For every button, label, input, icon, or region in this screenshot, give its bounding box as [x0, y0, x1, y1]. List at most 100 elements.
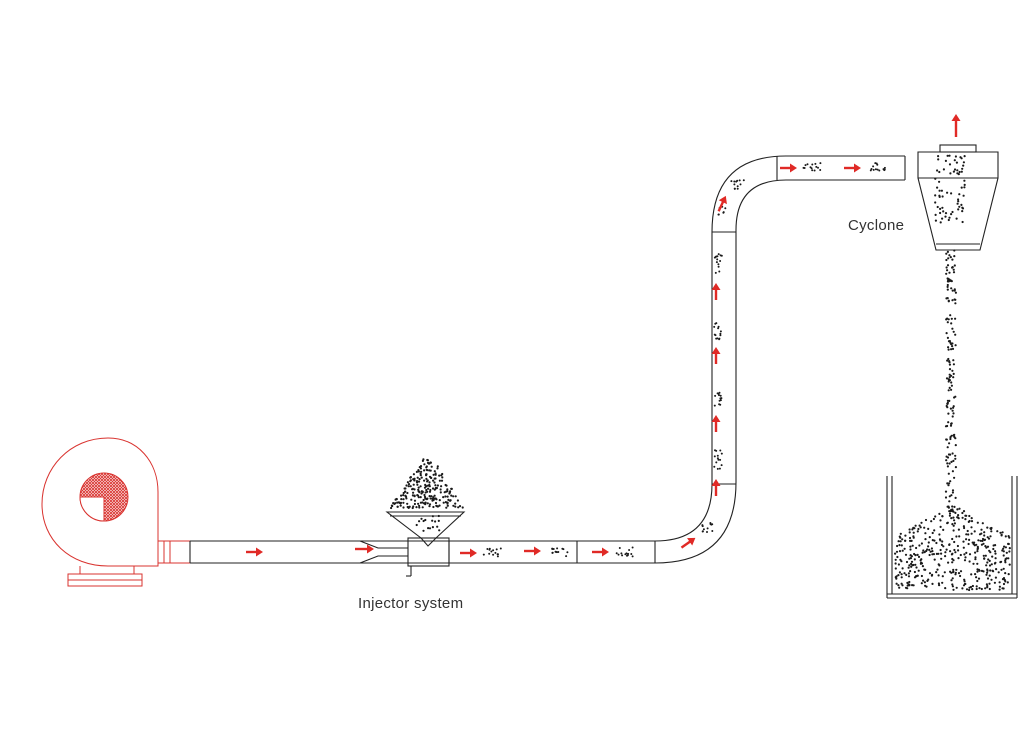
particle: [934, 177, 937, 180]
particle: [957, 557, 960, 560]
particle: [461, 506, 464, 509]
particle: [916, 574, 919, 577]
particle: [950, 579, 953, 582]
particle: [434, 520, 437, 523]
particle: [964, 518, 967, 521]
particle: [951, 369, 954, 372]
particle: [420, 517, 423, 520]
flow-arrow-icon: [592, 547, 609, 557]
particle: [921, 565, 925, 568]
particle: [970, 573, 973, 576]
particle: [978, 569, 981, 572]
particle: [970, 517, 973, 520]
particle: [976, 545, 979, 549]
particle: [947, 348, 950, 351]
particle: [909, 545, 912, 548]
particle: [983, 534, 986, 537]
particle: [968, 514, 971, 518]
particle: [986, 561, 989, 564]
particle-flow: [390, 154, 1011, 592]
particle: [417, 486, 420, 489]
particle: [715, 322, 718, 325]
particle: [946, 297, 949, 300]
particle: [963, 582, 967, 585]
particle: [974, 551, 977, 554]
particle: [436, 484, 439, 487]
particle: [1006, 581, 1009, 584]
particle: [949, 172, 952, 175]
particle: [736, 179, 739, 182]
particle: [947, 561, 950, 564]
particle: [946, 269, 949, 272]
collection-bin-icon: [886, 476, 1018, 599]
particle: [914, 524, 917, 527]
particle: [617, 553, 620, 556]
particle: [413, 495, 416, 498]
particle: [631, 555, 634, 558]
particle: [951, 489, 955, 492]
particle: [952, 516, 955, 519]
particle: [952, 459, 955, 462]
particle: [900, 576, 903, 579]
particle: [895, 575, 898, 578]
particle: [981, 539, 984, 543]
particle: [920, 521, 923, 524]
particle: [963, 553, 966, 556]
particle: [412, 483, 415, 486]
particle: [939, 548, 942, 552]
particle: [1002, 582, 1006, 586]
particle: [953, 159, 956, 162]
particle: [996, 530, 999, 533]
particle: [969, 585, 973, 589]
particle: [1008, 550, 1011, 553]
particle: [940, 552, 943, 555]
particle: [450, 487, 453, 490]
particle: [939, 519, 942, 522]
particle: [911, 584, 914, 587]
particle: [908, 564, 911, 567]
particle: [957, 528, 961, 531]
particle: [420, 476, 423, 479]
particle: [415, 480, 419, 483]
particle: [426, 458, 429, 462]
particle: [448, 492, 451, 495]
particle: [964, 556, 967, 559]
particle: [952, 359, 955, 362]
particle: [938, 533, 941, 536]
particle: [948, 495, 951, 498]
particle: [437, 514, 440, 518]
particle: [980, 528, 983, 531]
particle: [975, 576, 978, 579]
particle: [810, 167, 813, 170]
particle: [978, 533, 982, 536]
particle: [950, 322, 953, 325]
particle: [957, 198, 960, 201]
particle: [423, 469, 426, 472]
particle: [948, 462, 951, 465]
particle: [1002, 577, 1006, 580]
particle: [985, 573, 988, 576]
particle: [954, 344, 957, 347]
particle: [998, 581, 1001, 584]
particle: [950, 422, 953, 425]
particle: [961, 220, 964, 224]
particle: [396, 505, 399, 508]
particle: [624, 553, 627, 556]
particle: [953, 396, 956, 399]
particle: [936, 186, 939, 189]
particle: [406, 491, 409, 495]
particle: [717, 325, 720, 328]
particle: [946, 285, 949, 288]
particle: [404, 494, 407, 497]
particle: [901, 538, 904, 541]
particle: [434, 501, 438, 505]
particle: [713, 404, 716, 407]
particle: [950, 494, 953, 497]
particle: [965, 588, 969, 591]
particle: [984, 554, 987, 557]
flow-arrow-icon: [711, 347, 721, 364]
particle: [938, 189, 941, 192]
particle: [439, 488, 442, 491]
particle: [413, 499, 417, 502]
particle: [988, 582, 991, 585]
